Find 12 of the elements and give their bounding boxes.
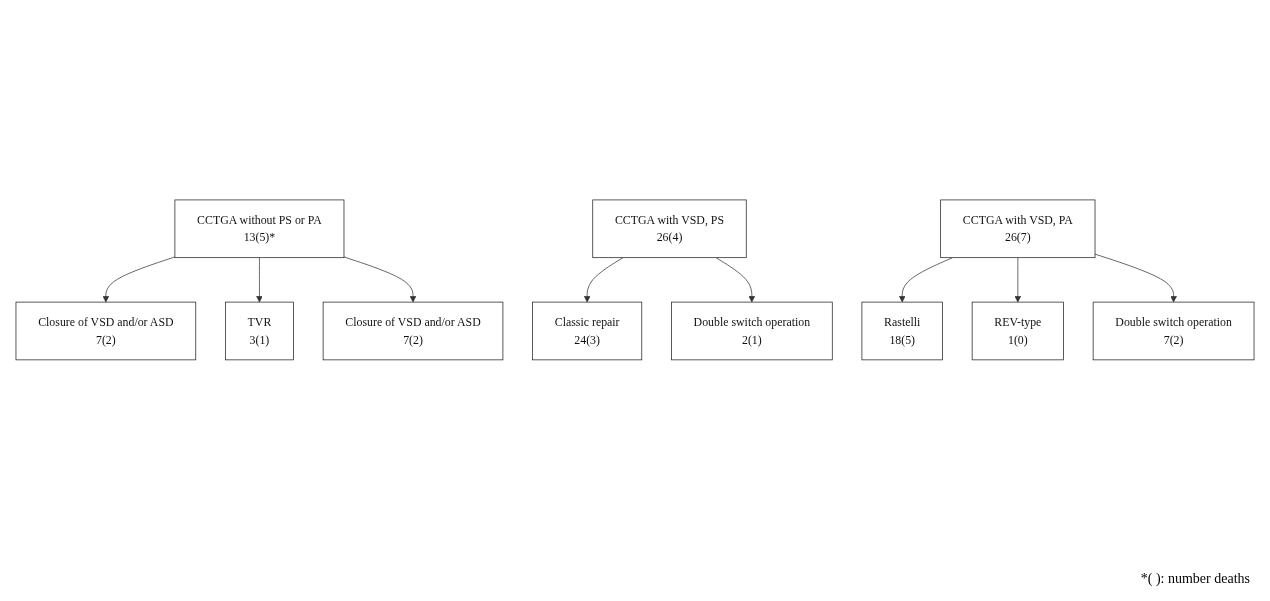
node-box: Rastelli 18(5): [861, 301, 943, 361]
node-box: Closure of VSD and/or ASD 7(2): [15, 301, 197, 361]
node-box: CCTGA with VSD, PA 26(7): [940, 199, 1096, 259]
node-box: TVR 3(1): [225, 301, 294, 361]
node-box: CCTGA with VSD, PS 26(4): [592, 199, 747, 259]
node-box: Closure of VSD and/or ASD 7(2): [322, 301, 504, 361]
node-box: Classic repair 24(3): [532, 301, 643, 361]
node-box: CCTGA without PS or PA 13(5)*: [174, 199, 345, 259]
node-box: Double switch operation 2(1): [671, 301, 833, 361]
footnote-text: *( ): number deaths: [1140, 571, 1250, 587]
node-box: REV-type 1(0): [971, 301, 1064, 361]
node-box: Double switch operation 7(2): [1092, 301, 1255, 361]
